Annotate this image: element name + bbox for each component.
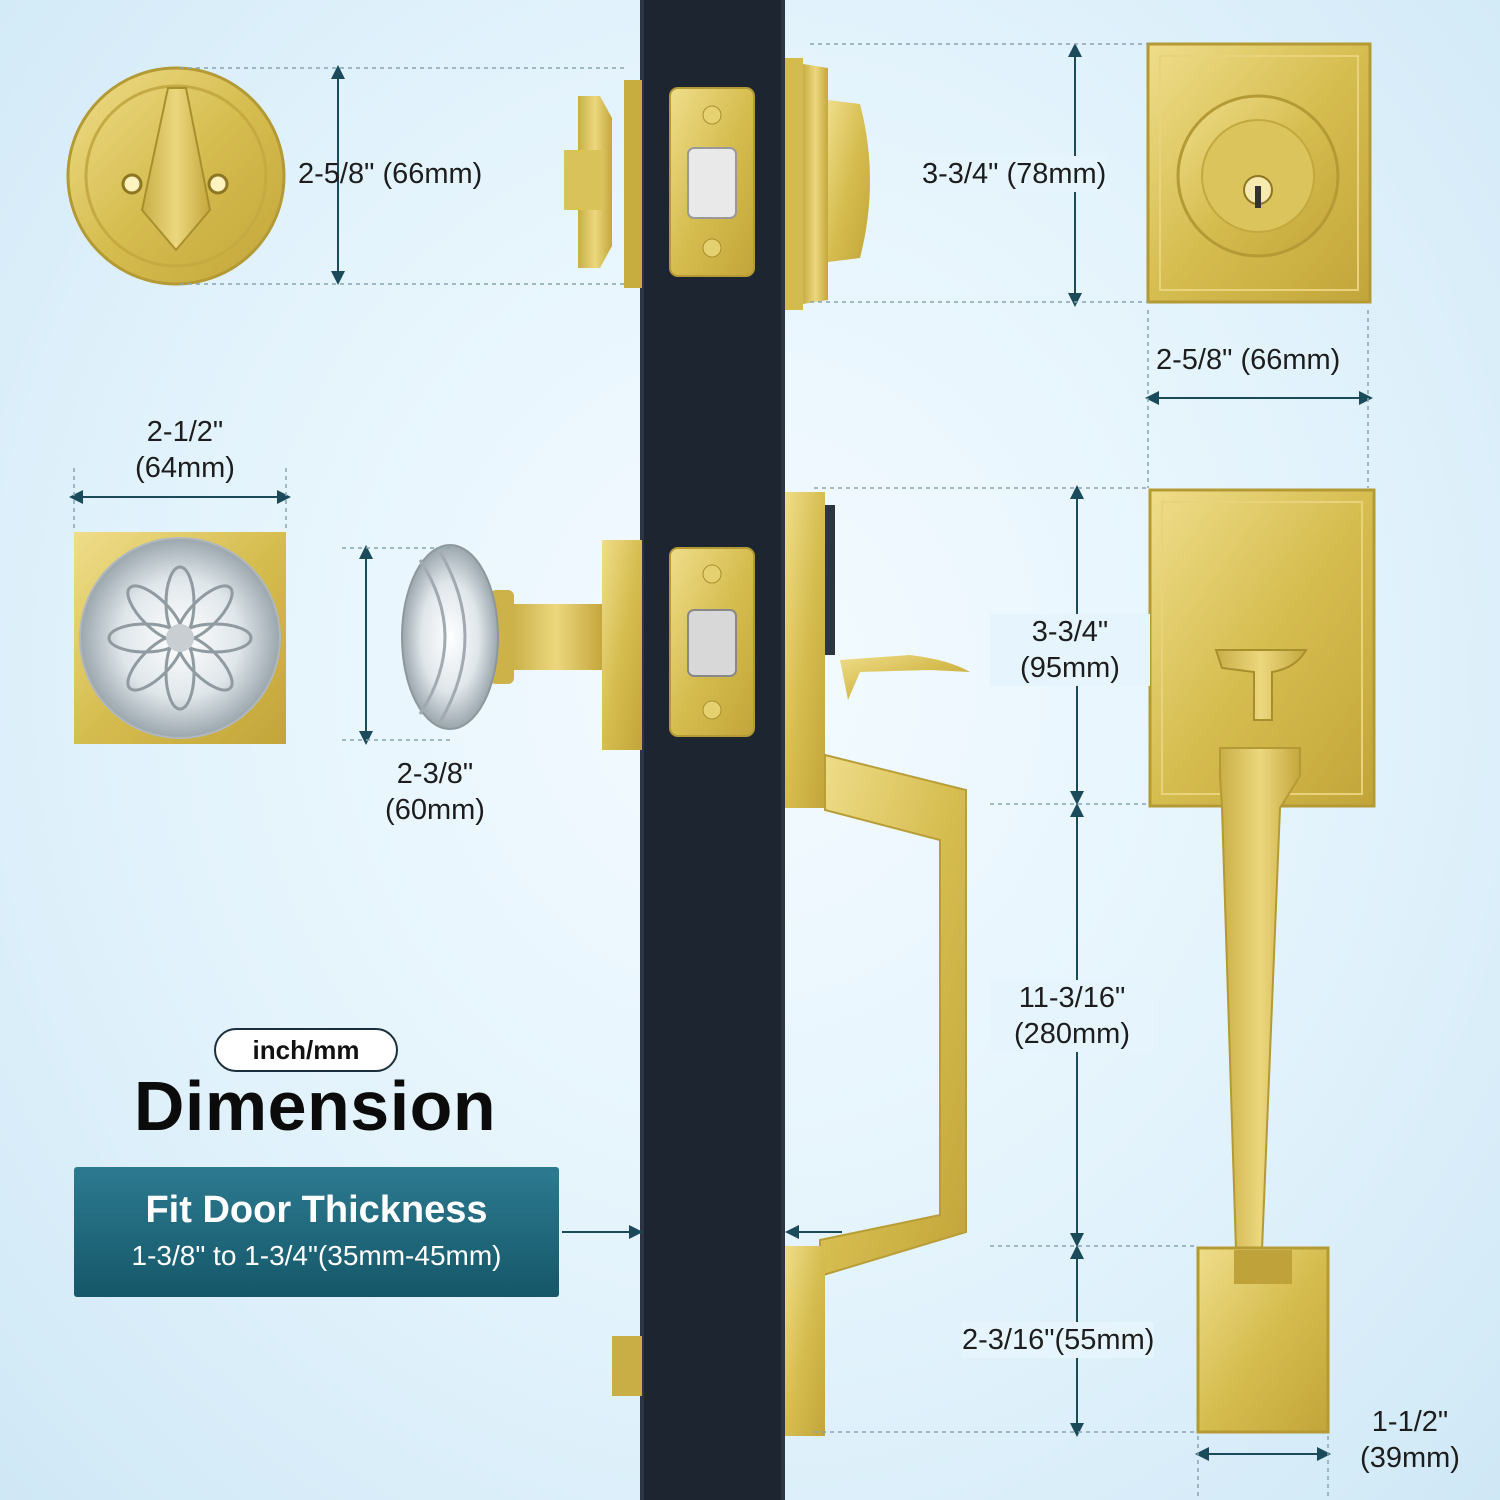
handle-length-label: 11-3/16" (280mm)	[990, 980, 1154, 1052]
knob-diameter-label: 2-3/8" (60mm)	[350, 756, 520, 828]
bottom-plate-width-mm: (39mm)	[1360, 1442, 1460, 1474]
bottom-plate-height-label: 2-3/16"(55mm)	[962, 1322, 1155, 1358]
knob-rose-width-mm: (64mm)	[135, 452, 235, 484]
handle-length-in: 11-3/16"	[1018, 982, 1126, 1014]
knob-rose-width-label: 2-1/2" (64mm)	[100, 414, 270, 486]
page-title: Dimension	[133, 1067, 497, 1145]
thumbturn-height-label: 2-5/8" (66mm)	[298, 158, 483, 190]
deadbolt-side-view	[564, 58, 870, 310]
crystal-knob-icon	[74, 532, 286, 744]
escutcheon-top-label: 3-3/4" (95mm)	[990, 614, 1150, 686]
knob-diameter-mm: (60mm)	[385, 794, 485, 826]
deadbolt-width-label: 2-5/8" (66mm)	[1156, 344, 1341, 376]
knob-diameter-in: 2-3/8"	[396, 758, 474, 790]
handleset-side-view	[612, 492, 970, 1436]
deadbolt-height-label: 3-3/4" (78mm)	[922, 156, 1107, 192]
keyed-deadbolt-icon	[1146, 42, 1372, 304]
knob-rose-width-in: 2-1/2"	[146, 416, 224, 448]
knob-side-view	[401, 540, 642, 750]
dimension-guides	[73, 43, 1369, 1500]
latch-plate-icon	[669, 547, 755, 737]
handleset-icon	[1148, 488, 1376, 1434]
deadbolt-thumbturn-icon	[66, 66, 286, 286]
handle-length-mm: (280mm)	[1013, 1018, 1130, 1050]
escutcheon-top-mm: (95mm)	[1020, 652, 1120, 684]
door-thickness-range: 1-3/8" to 1-3/4"(35mm-45mm)	[131, 1240, 502, 1271]
door-thickness-banner: Fit Door Thickness 1-3/8" to 1-3/4"(35mm…	[74, 1167, 559, 1297]
bottom-plate-width-label: 1-1/2" (39mm)	[1340, 1404, 1480, 1476]
escutcheon-top-in: 3-3/4"	[1031, 616, 1109, 648]
bottom-plate-width-in: 1-1/2"	[1371, 1406, 1449, 1438]
unit-badge: inch/mm	[214, 1028, 398, 1072]
door-thickness-title: Fit Door Thickness	[145, 1189, 488, 1231]
strike-plate-icon	[669, 87, 755, 277]
